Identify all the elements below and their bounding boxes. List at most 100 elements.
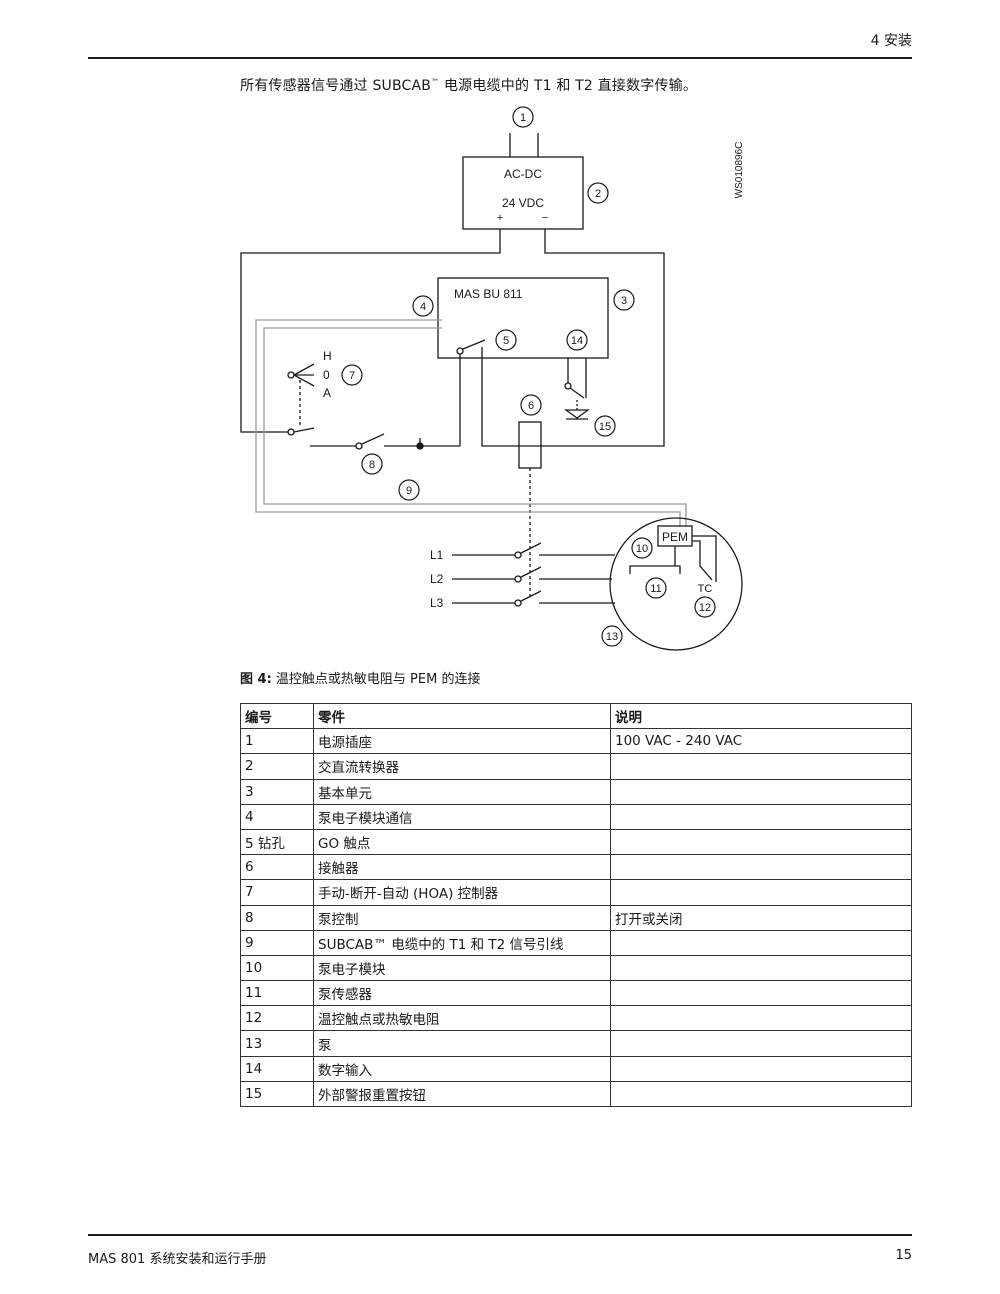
callout-14: 14 [571, 335, 583, 347]
cell-number: 14 [240, 1055, 314, 1082]
phase-l3-label: L3 [430, 596, 444, 610]
cell-part: 手动-断开-自动 (HOA) 控制器 [313, 879, 611, 906]
trademark-mark: ™ [431, 77, 440, 87]
callout-15: 15 [599, 421, 611, 433]
pump-sensor-bracket [629, 565, 681, 574]
wiring-diagram: AC-DC 24 VDC + − MAS BU 811 H 0 A L1 L2 … [240, 106, 745, 651]
phase-l1-blade [520, 542, 542, 554]
col-header-part: 零件 [313, 702, 611, 730]
cell-number: 6 [240, 854, 314, 881]
cell-number: 15 [240, 1080, 314, 1108]
drawing-code: WS010896C [734, 142, 745, 199]
pump-circle [609, 517, 743, 651]
callout-9-circle [398, 479, 420, 501]
table-header-row: 编号 零件 说明 [240, 702, 912, 730]
figure-caption: 图 4: 温控触点或热敏电阻与 PEM 的连接 [240, 668, 480, 687]
hoa-h-label: H [323, 349, 332, 363]
callout-13: 13 [606, 631, 618, 643]
dc-minus-label: − [542, 212, 548, 224]
cell-number: 7 [240, 879, 314, 906]
page-number: 15 [895, 1248, 912, 1263]
cell-number: 11 [240, 980, 314, 1007]
callout-14-circle [566, 329, 588, 351]
cell-number: 13 [240, 1030, 314, 1057]
hoa-knob-pivot [287, 371, 295, 379]
signal-lead-t2 [263, 327, 687, 528]
callout-12-circle [694, 596, 716, 618]
dc-minus-wire [481, 229, 665, 447]
callout-4-circle [412, 295, 434, 317]
col-header-description: 说明 [610, 702, 912, 730]
dc-plus-wire [240, 229, 501, 433]
phase-l2-contact [514, 575, 522, 583]
cell-part: 交直流转换器 [313, 753, 611, 780]
hoa-switch-pivot [287, 428, 295, 436]
cell-number: 8 [240, 904, 314, 931]
cell-number: 10 [240, 954, 314, 982]
cell-description [610, 828, 912, 856]
contactor-coil [518, 421, 542, 469]
footer-title: MAS 801 系统安装和运行手册 [88, 1252, 267, 1267]
phase-l2-blade [520, 566, 542, 578]
vdc-label: 24 VDC [502, 196, 544, 210]
cell-part: 电源插座 [313, 728, 611, 755]
callout-2-circle [587, 182, 609, 204]
phase-l3-contact [514, 599, 522, 607]
callout-10: 10 [636, 543, 648, 555]
cell-part: 数字输入 [313, 1055, 611, 1082]
acdc-converter-box [462, 156, 584, 230]
callout-9: 9 [406, 485, 412, 497]
callout-12: 12 [699, 602, 711, 614]
cell-description [610, 778, 912, 805]
cell-part: 基本单元 [313, 778, 611, 805]
pem-label: PEM [662, 530, 688, 544]
cell-description [610, 854, 912, 881]
callout-4: 4 [420, 301, 426, 313]
pump-control-pivot [355, 442, 363, 450]
callout-8-circle [361, 453, 383, 475]
tc-lead-inner [692, 540, 713, 581]
callout-11-circle [645, 577, 667, 599]
cell-number: 5 钻孔 [240, 828, 314, 856]
callout-5-circle [495, 329, 517, 351]
phase-l2-label: L2 [430, 572, 444, 586]
reset-button-pivot [564, 382, 572, 390]
callout-8: 8 [369, 459, 375, 471]
reset-button-symbol [564, 409, 590, 419]
hoa-switch-blade [293, 427, 315, 433]
callout-6-circle [520, 394, 542, 416]
controller-label: MAS BU 811 [454, 287, 523, 301]
signal-lead-t1 [255, 319, 681, 528]
intro-text-before: 所有传感器信号通过 SUBCAB [240, 78, 432, 94]
cell-description [610, 1005, 912, 1032]
callout-7-circle [341, 364, 363, 386]
pump-control-blade [361, 433, 385, 445]
cell-description: 100 VAC - 240 VAC [610, 728, 912, 755]
cell-number: 2 [240, 753, 314, 780]
callout-3: 3 [621, 295, 627, 307]
cell-part: GO 触点 [313, 828, 611, 856]
callout-13-circle [601, 625, 623, 647]
cell-part: SUBCAB™ 电缆中的 T1 和 T2 信号引线 [313, 929, 611, 956]
tc-label: TC [698, 583, 713, 595]
cell-description [610, 1080, 912, 1108]
cell-description [610, 753, 912, 780]
callout-6: 6 [528, 400, 534, 412]
figure-caption-text: 温控触点或热敏电阻与 PEM 的连接 [271, 672, 481, 687]
junction-dot [416, 442, 424, 450]
cell-number: 3 [240, 778, 314, 805]
phase-l3-blade [520, 590, 542, 602]
callout-10-circle [631, 537, 653, 559]
cell-part: 外部警报重置按钮 [313, 1080, 611, 1108]
cell-part: 泵传感器 [313, 980, 611, 1007]
cell-part: 泵 [313, 1030, 611, 1057]
hoa-a-label: A [323, 386, 331, 400]
callout-1-circle [512, 106, 534, 128]
callout-2: 2 [595, 188, 601, 200]
